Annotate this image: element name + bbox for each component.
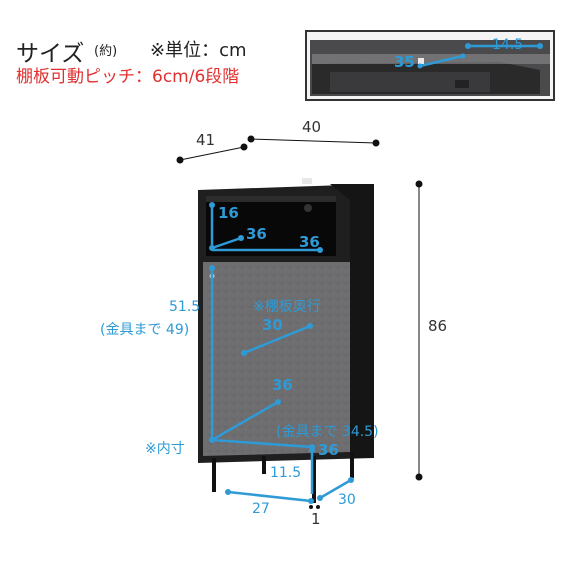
- top-shelf-depth-label: 36: [246, 225, 267, 243]
- leg-span-depth-label: 30: [338, 492, 356, 508]
- lower-depth-label: 36: [272, 376, 293, 394]
- width-label: 40: [302, 118, 322, 136]
- size-approx-note: (約): [94, 44, 118, 59]
- height-label: 86: [428, 317, 448, 335]
- cabinet-legs: [212, 452, 354, 503]
- inner-dimension-lines: [209, 202, 354, 504]
- top-shelf-width-label: 36: [299, 233, 320, 251]
- overall-dimension-lines: [176, 135, 423, 481]
- leg-span-width-label: 27: [252, 501, 270, 517]
- inset-depth-label: 35: [394, 53, 415, 71]
- depth-label: 41: [196, 131, 216, 149]
- leg-diameter-marker: [309, 505, 320, 509]
- inset-width-label: 14.5: [492, 37, 524, 53]
- cabinet-body: [198, 178, 374, 463]
- door-height-label: 51.5: [169, 299, 201, 315]
- lower-width-label: 36: [318, 441, 339, 459]
- door-height-bracket-label: (金具まで 49): [100, 322, 190, 338]
- shelf-pitch-note: 棚板可動ピッチ：6cm/6段階: [16, 67, 240, 87]
- leg-height-label: 11.5: [270, 465, 302, 481]
- shelf-depth-note: ※棚板奥行: [253, 299, 321, 315]
- inset-detail: [305, 30, 555, 101]
- leg-diameter-label: 1: [311, 510, 321, 528]
- inside-dimension-note: ※内寸: [145, 441, 185, 457]
- lower-height-bracket-label: (金具まで 34.5): [276, 424, 379, 440]
- unit-note: ※単位：cm: [150, 40, 247, 61]
- shelf-depth-value: 30: [262, 316, 283, 334]
- door-panel: [203, 262, 350, 456]
- size-title: サイズ: [16, 41, 85, 67]
- top-shelf-height-label: 16: [218, 204, 239, 222]
